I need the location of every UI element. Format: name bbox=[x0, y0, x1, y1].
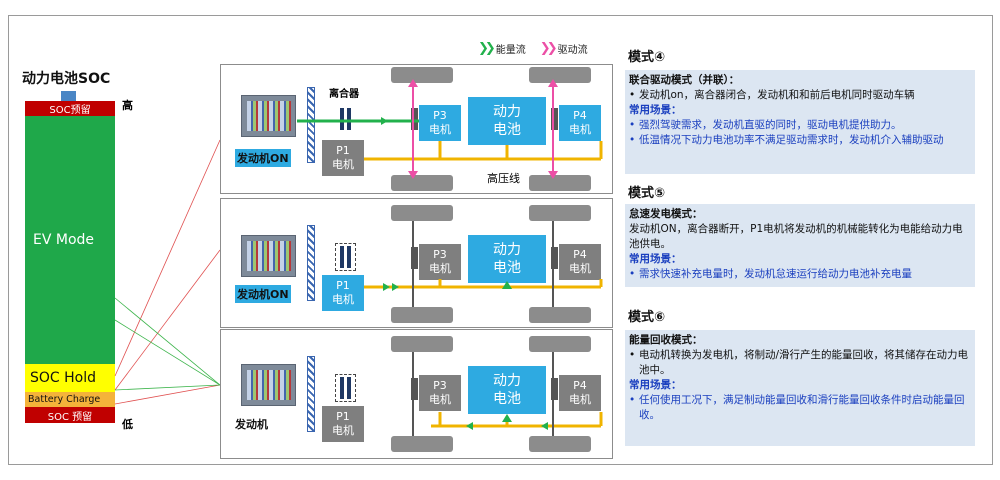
mode4-desc: 发动机on，离合器闭合，发动机和和前后电机同时驱动车辆 bbox=[629, 88, 971, 103]
clutch-open-icon bbox=[335, 374, 356, 402]
rear-left-wheel bbox=[529, 205, 591, 221]
front-gear bbox=[411, 247, 418, 269]
diagram-panel-mode4: 发动机ON 离合器 P1 电机 P3 电机 动力 电池 P4 电机 高压线 bbox=[220, 64, 613, 194]
legend-energy-flow: 能量流 bbox=[495, 45, 526, 56]
mode6-name: 能量回收模式： bbox=[629, 334, 703, 346]
engine-icon bbox=[241, 235, 296, 277]
front-left-wheel bbox=[391, 67, 453, 83]
drive-flow-icon: ❯❯ bbox=[539, 41, 558, 56]
mode5-description: 怠速发电模式： 发动机ON，离合器断开，P1电机将发动机的机械能转化为电能给动力… bbox=[625, 204, 975, 287]
front-gear bbox=[411, 108, 418, 130]
mode6-heading: 模式⑥ bbox=[628, 310, 666, 325]
mode5-name: 怠速发电模式： bbox=[629, 208, 703, 220]
p1-motor: P1 电机 bbox=[322, 275, 364, 311]
mode5-scenario-1: 需求快速补充电量时，发动机怠速运行给动力电池补充电量 bbox=[629, 267, 971, 282]
soc-title: 动力电池SOC bbox=[22, 71, 111, 87]
soc-low-label: 低 bbox=[122, 418, 133, 431]
p1-motor: P1 电机 bbox=[322, 406, 364, 442]
front-right-wheel bbox=[391, 436, 453, 452]
mode4-heading: 模式④ bbox=[628, 50, 666, 65]
diagram-panel-mode6: 发动机 P1 电机 P3 电机 动力 电池 P4 电机 bbox=[220, 329, 613, 459]
mode6-desc: 电动机转换为发电机，将制动/滑行产生的能量回收，将其储存在动力电池中。 bbox=[629, 348, 971, 378]
rear-gear bbox=[551, 108, 558, 130]
mode6-scenario-1: 任何使用工况下，满足制动能量回收和滑行能量回收条件时启动能量回收。 bbox=[629, 393, 971, 423]
front-gear bbox=[411, 378, 418, 400]
p4-motor: P4 电机 bbox=[559, 375, 601, 411]
mode4-scenario-title: 常用场景： bbox=[629, 104, 682, 116]
engine-label: 发动机 bbox=[235, 418, 268, 431]
battery-terminal bbox=[61, 91, 76, 101]
flow-arrows bbox=[364, 221, 603, 307]
diagram-panel-mode5: 发动机ON P1 电机 P3 电机 动力 电池 P4 电机 bbox=[220, 198, 613, 328]
power-battery: 动力 电池 bbox=[468, 366, 546, 414]
clutch-closed-icon bbox=[335, 105, 356, 133]
mode5-desc: 发动机ON，离合器断开，P1电机将发动机的机械能转化为电能给动力电池供电。 bbox=[629, 223, 963, 250]
rear-left-wheel bbox=[529, 336, 591, 352]
front-right-wheel bbox=[391, 307, 453, 323]
p3-motor: P3 电机 bbox=[419, 375, 461, 411]
rear-gear bbox=[551, 247, 558, 269]
clutch-label: 离合器 bbox=[329, 89, 359, 100]
p4-motor: P4 电机 bbox=[559, 105, 601, 141]
mode5-heading: 模式⑤ bbox=[628, 186, 666, 201]
rear-left-wheel bbox=[529, 67, 591, 83]
power-battery: 动力 电池 bbox=[468, 235, 546, 283]
soc-high-label: 高 bbox=[122, 99, 133, 112]
rear-right-wheel bbox=[529, 307, 591, 323]
p3-motor: P3 电机 bbox=[419, 244, 461, 280]
clutch-open-icon bbox=[335, 243, 356, 271]
energy-flow-icon: ❯❯ bbox=[478, 41, 496, 56]
soc-top-reserve: SOC预留 bbox=[25, 101, 115, 116]
engine-icon bbox=[241, 364, 296, 406]
front-left-wheel bbox=[391, 336, 453, 352]
soc-bottom-reserve: SOC 预留 bbox=[25, 407, 115, 423]
legend-drive-flow: 驱动流 bbox=[557, 45, 588, 56]
rear-right-wheel bbox=[529, 436, 591, 452]
p4-motor: P4 电机 bbox=[559, 244, 601, 280]
engine-label: 发动机ON bbox=[235, 149, 291, 167]
mode6-scenario-title: 常用场景： bbox=[629, 379, 682, 391]
mode5-scenario-title: 常用场景： bbox=[629, 253, 682, 265]
mode4-description: 联合驱动模式（并联）： 发动机on，离合器闭合，发动机和和前后电机同时驱动车辆 … bbox=[625, 70, 975, 174]
soc-battery-charge: Battery Charge bbox=[25, 392, 115, 407]
front-right-wheel bbox=[391, 175, 453, 191]
legend: ❯❯ 能量流 ❯❯ 驱动流 bbox=[478, 41, 588, 56]
soc-hold: SOC Hold bbox=[25, 364, 115, 392]
mode4-scenario-2: 低温情况下动力电池功率不满足驱动需求时，发动机介入辅助驱动 bbox=[629, 133, 971, 148]
soc-ev-mode: EV Mode bbox=[25, 116, 115, 364]
rear-right-wheel bbox=[529, 175, 591, 191]
engine-icon bbox=[241, 95, 296, 137]
hv-line-label: 高压线 bbox=[487, 172, 520, 185]
power-battery: 动力 电池 bbox=[468, 97, 546, 145]
mode4-name: 联合驱动模式（并联）： bbox=[629, 74, 740, 86]
p1-motor: P1 电机 bbox=[322, 140, 364, 176]
flow-arrows bbox=[412, 352, 603, 436]
mode6-description: 能量回收模式： 电动机转换为发电机，将制动/滑行产生的能量回收，将其储存在动力电… bbox=[625, 330, 975, 446]
flywheel-icon bbox=[307, 87, 315, 163]
engine-label: 发动机ON bbox=[235, 285, 291, 303]
soc-bar: SOC预留 EV Mode SOC Hold Battery Charge SO… bbox=[25, 101, 115, 423]
flow-arrows bbox=[297, 79, 603, 179]
flywheel-icon bbox=[307, 356, 315, 432]
figure-frame bbox=[8, 15, 993, 465]
p3-motor: P3 电机 bbox=[419, 105, 461, 141]
mode4-scenario-1: 强烈驾驶需求，发动机直驱的同时，驱动电机提供助力。 bbox=[629, 118, 971, 133]
rear-gear bbox=[551, 378, 558, 400]
front-left-wheel bbox=[391, 205, 453, 221]
flywheel-icon bbox=[307, 225, 315, 301]
